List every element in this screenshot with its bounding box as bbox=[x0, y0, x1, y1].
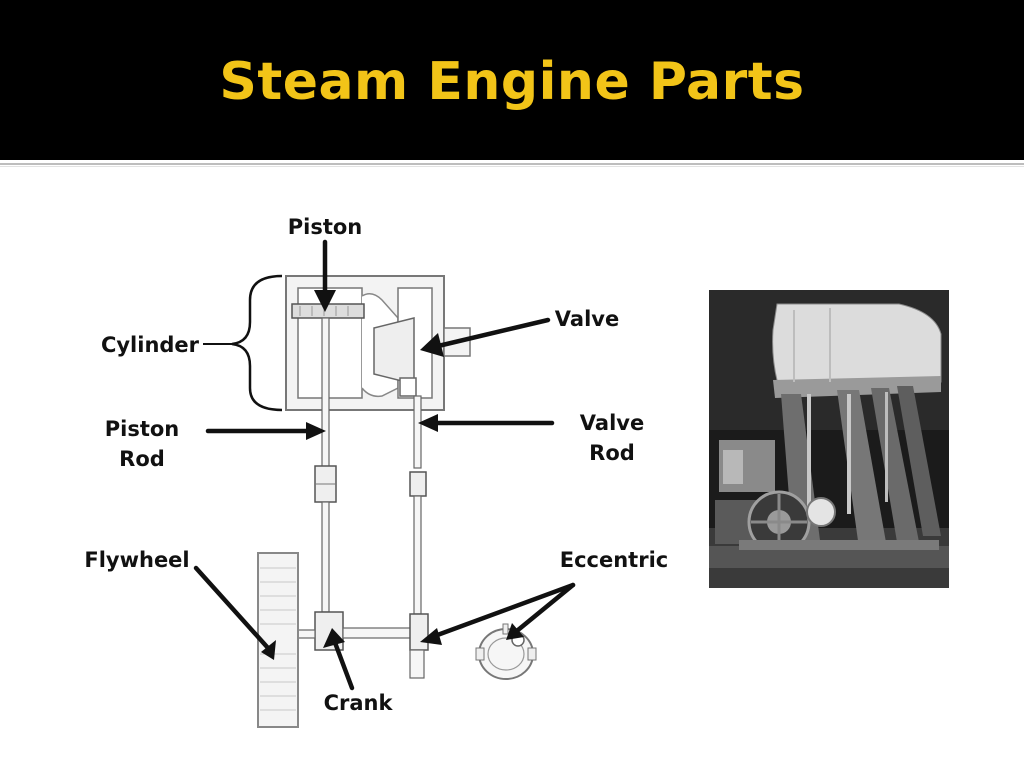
divider-line bbox=[0, 163, 1024, 165]
valve-rod bbox=[413, 395, 422, 469]
eccentric-disc bbox=[478, 628, 534, 680]
connecting-rod bbox=[321, 501, 330, 613]
label-piston: Piston bbox=[287, 215, 363, 239]
steam-engine-photo bbox=[709, 290, 949, 588]
label-flywheel: Flywheel bbox=[84, 548, 190, 572]
label-piston-rod: Piston Rod bbox=[104, 417, 180, 471]
eccentric-block bbox=[409, 613, 429, 651]
flywheel bbox=[257, 552, 299, 728]
valve-rod-guide bbox=[409, 471, 427, 497]
piston-head bbox=[291, 303, 365, 319]
slide-title: Steam Engine Parts bbox=[219, 52, 805, 112]
crankshaft bbox=[342, 627, 414, 639]
title-bar bbox=[0, 0, 1024, 160]
arrow-eccentric-2 bbox=[515, 582, 576, 633]
valve-slide bbox=[373, 317, 415, 385]
arrow-eccentric-1 bbox=[429, 582, 576, 640]
label-cylinder: Cylinder bbox=[100, 333, 200, 357]
divider-line-light bbox=[0, 166, 1024, 167]
piston-rod bbox=[321, 317, 330, 469]
label-crank: Crank bbox=[323, 691, 393, 715]
cylinder-bracket bbox=[231, 274, 283, 412]
arrow-crank bbox=[331, 637, 355, 691]
arrow-flywheel bbox=[193, 565, 271, 651]
label-valve-rod: Valve Rod bbox=[579, 411, 645, 465]
label-valve: Valve bbox=[554, 307, 620, 331]
eccentric-rod bbox=[413, 495, 422, 615]
valve-rod-block bbox=[399, 377, 417, 397]
arrow-valve bbox=[431, 317, 551, 350]
label-eccentric: Eccentric bbox=[559, 548, 669, 572]
